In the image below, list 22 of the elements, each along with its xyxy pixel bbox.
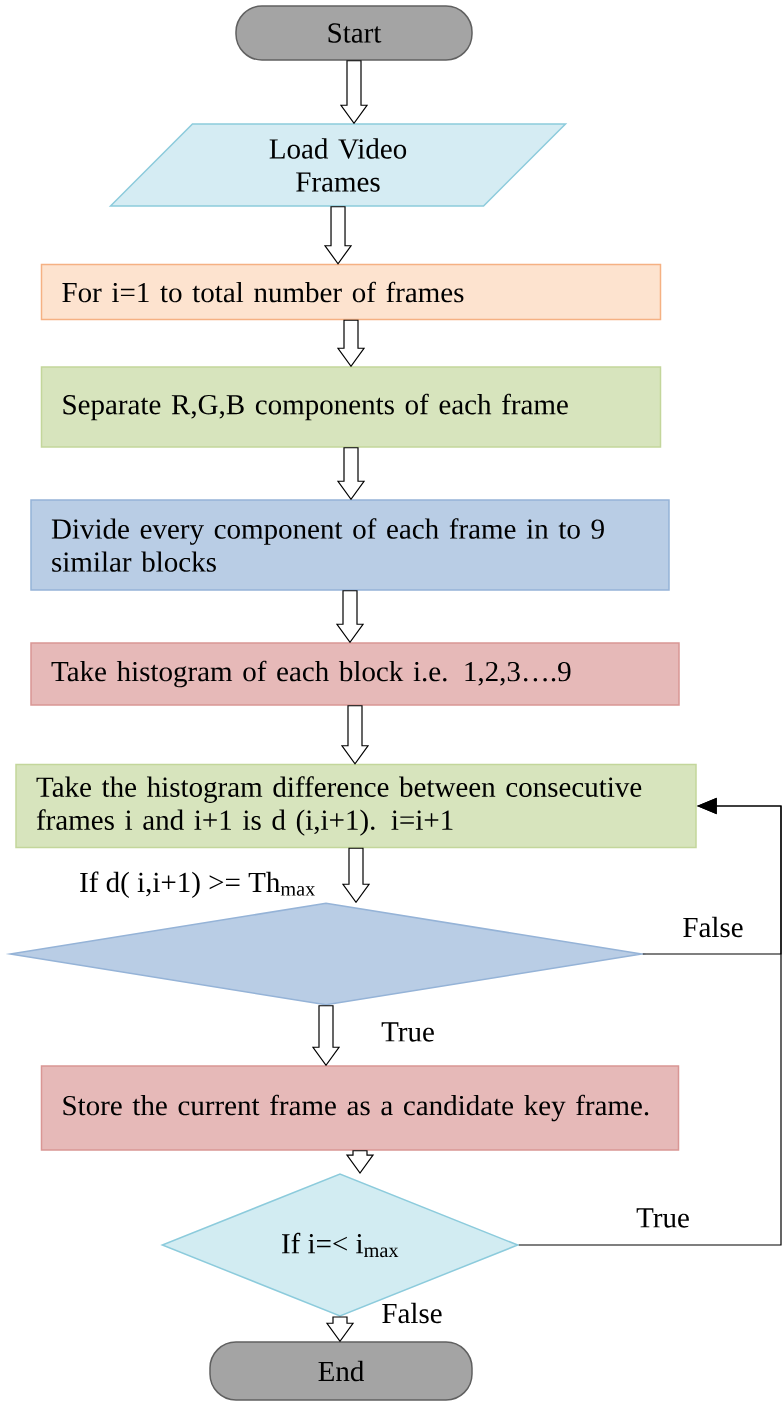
edge-label: False (681, 915, 745, 939)
edge-label: True (635, 1207, 691, 1229)
process-box: Divide every component of each frame in to 9 similar blocks (30, 499, 670, 591)
process-box: Take histogram of each block i.e. 1,2,3….9 (30, 642, 680, 706)
block-arrow (340, 705, 370, 765)
process-box: For i=1 to total number of frames (40, 263, 662, 321)
block-arrow (336, 447, 366, 501)
edge-label: True (380, 1021, 436, 1043)
block-arrow (325, 1316, 355, 1343)
terminal-box: End (209, 1341, 473, 1401)
terminal-box: Start (235, 5, 473, 61)
block-arrow (345, 1150, 375, 1175)
node-label: If d( i,i+1) >= Th$_{max}$ (80, 871, 316, 899)
process-box: Separate R,G,B components of each frame (40, 366, 662, 448)
process-box: Store the current frame as a candidate key frame. (40, 1065, 680, 1151)
block-arrow (339, 60, 369, 125)
block-arrow (311, 1005, 341, 1067)
block-arrow (336, 319, 366, 368)
block-arrow (323, 206, 353, 265)
block-arrow (335, 590, 365, 644)
block-arrow (341, 847, 371, 904)
process-box: Take the histogram difference between consecutive frames i and i+1 is d (i,i+1). i=i+1 (15, 763, 697, 849)
